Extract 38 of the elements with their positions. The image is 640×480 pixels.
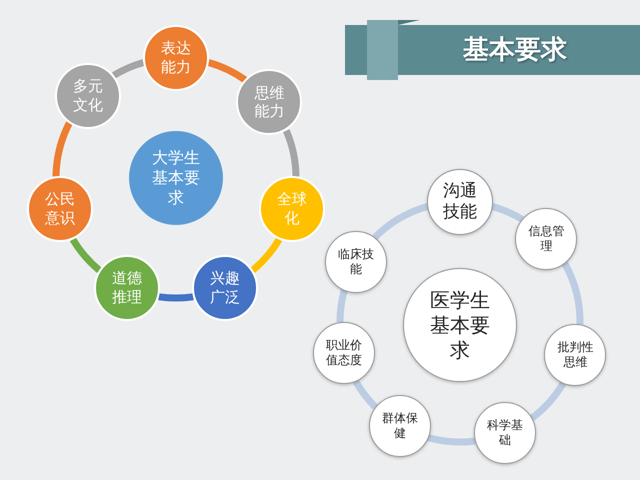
circle-label: 临床技能 — [338, 247, 375, 277]
ring-connector — [372, 203, 429, 240]
topic-circle — [313, 322, 376, 384]
circle-label: 道德推理 — [112, 268, 143, 306]
circle-label: 职业价值态度 — [326, 338, 363, 368]
ring-connector — [530, 381, 566, 421]
ring-connector — [492, 203, 524, 222]
ring-connector — [428, 434, 476, 446]
circle-label: 科学基础 — [486, 418, 524, 448]
topic-circle — [325, 231, 388, 293]
ring-connector — [336, 290, 348, 322]
circle-label: 思维能力 — [254, 84, 285, 122]
topic-circle — [474, 402, 536, 464]
circle-label: 公民意识 — [44, 190, 76, 228]
ring-connector — [112, 59, 144, 78]
circle-label: 大学生基本要求 — [152, 148, 200, 208]
topic-circle — [544, 324, 606, 386]
ring-connector — [562, 262, 584, 325]
ring-connector — [250, 237, 282, 273]
title: 基本要求 — [462, 34, 568, 67]
circle-label: 信息管理 — [528, 224, 565, 254]
circle-label: 沟通技能 — [442, 180, 478, 224]
topic-circle — [427, 169, 493, 235]
ring-connector — [52, 122, 72, 177]
topic-circle — [369, 394, 431, 457]
circle-label: 全球化 — [276, 190, 308, 228]
ring-connector — [208, 59, 248, 83]
circle-label: 群体保健 — [382, 410, 418, 441]
circle-label: 多元文化 — [72, 77, 104, 115]
circle-label: 表达能力 — [160, 39, 192, 77]
ring-connector — [352, 380, 378, 410]
circle-label: 医学生基本要求 — [430, 288, 490, 362]
circle-label: 批判性思维 — [556, 340, 594, 370]
ring-connector — [158, 293, 194, 302]
topic-circle — [236, 69, 302, 136]
circle-label: 兴趣广泛 — [209, 268, 240, 306]
topic-circle — [515, 208, 578, 270]
ring-connector — [283, 129, 300, 177]
